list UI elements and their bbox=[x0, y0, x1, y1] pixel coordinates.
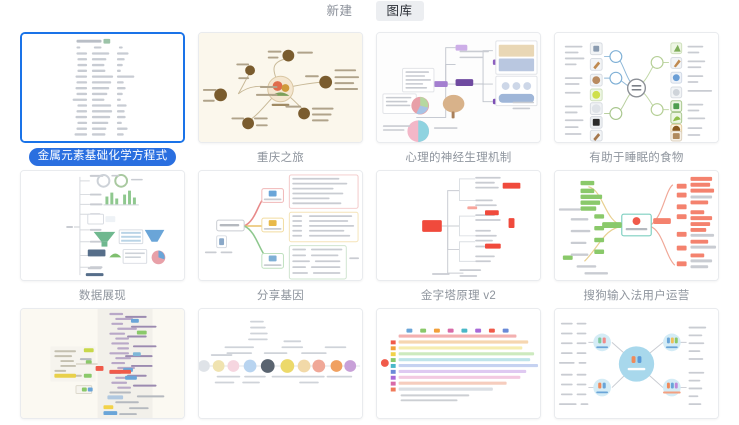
gallery-cell: 有助于睡眠的食物 bbox=[554, 32, 719, 170]
thumbnail-dense-purple bbox=[21, 309, 184, 418]
gallery-cell bbox=[20, 308, 185, 425]
gallery-card-6[interactable] bbox=[376, 170, 541, 281]
gallery-caption-4: 数据展现 bbox=[20, 281, 185, 308]
thumbnail-tri-color bbox=[199, 171, 362, 280]
gallery-caption-6: 金字塔原理 v2 bbox=[376, 281, 541, 308]
gallery-caption-5: 分享基因 bbox=[198, 281, 363, 308]
gallery-cell: 重庆之旅 bbox=[198, 32, 363, 170]
gallery-cell bbox=[376, 308, 541, 425]
gallery-title-6: 金字塔原理 v2 bbox=[420, 289, 497, 302]
tab-new[interactable]: 新建 bbox=[315, 1, 363, 21]
thumb-svg bbox=[199, 33, 362, 142]
gallery-caption-7: 搜狗输入法用户运营 bbox=[554, 281, 719, 308]
thumbnail-timeline bbox=[199, 309, 362, 418]
tab-gallery-label: 图库 bbox=[386, 4, 413, 18]
thumbnail-dense-color bbox=[377, 309, 540, 418]
gallery-caption-0: 金属元素基础化学方程式 bbox=[20, 143, 185, 170]
gallery-caption-9 bbox=[198, 419, 363, 425]
gallery-cell bbox=[554, 308, 719, 425]
gallery-caption-11 bbox=[554, 419, 719, 425]
thumb-svg bbox=[555, 171, 718, 280]
thumb-svg bbox=[555, 309, 718, 418]
gallery-cell: 数据展现 bbox=[20, 170, 185, 308]
thumb-svg bbox=[21, 309, 184, 418]
thumb-svg bbox=[377, 171, 540, 280]
thumb-svg bbox=[377, 33, 540, 142]
gallery-cell: 搜狗输入法用户运营 bbox=[554, 170, 719, 308]
thumb-svg bbox=[22, 34, 183, 141]
gallery-cell: 心理的神经生理机制 bbox=[376, 32, 541, 170]
gallery-card-2[interactable] bbox=[376, 32, 541, 143]
tab-gallery[interactable]: 图库 bbox=[375, 1, 424, 21]
thumbnail-green-red bbox=[555, 171, 718, 280]
tabbar: 新建 图库 bbox=[0, 0, 739, 22]
gallery-title-5: 分享基因 bbox=[256, 289, 305, 302]
gallery-card-7[interactable] bbox=[554, 170, 719, 281]
gallery-cell: 金属元素基础化学方程式 bbox=[20, 32, 185, 170]
gallery-card-11[interactable] bbox=[554, 308, 719, 419]
gallery-card-1[interactable] bbox=[198, 32, 363, 143]
thumbnail-icon-balance bbox=[555, 33, 718, 142]
thumb-svg bbox=[555, 33, 718, 142]
gallery-title-1: 重庆之旅 bbox=[256, 151, 305, 164]
gallery-title-4: 数据展现 bbox=[78, 289, 127, 302]
thumbnail-radial-brown bbox=[199, 33, 362, 142]
gallery-grid: 金属元素基础化学方程式 bbox=[0, 22, 739, 425]
gallery-card-3[interactable] bbox=[554, 32, 719, 143]
gallery-card-4[interactable] bbox=[20, 170, 185, 281]
gallery-caption-8 bbox=[20, 419, 185, 425]
thumbnail-purple-img bbox=[377, 33, 540, 142]
gallery-card-5[interactable] bbox=[198, 170, 363, 281]
gallery-card-0[interactable] bbox=[20, 32, 185, 143]
gallery-card-10[interactable] bbox=[376, 308, 541, 419]
gallery-caption-1: 重庆之旅 bbox=[198, 143, 363, 170]
tab-new-label: 新建 bbox=[326, 4, 353, 18]
gallery-title-2: 心理的神经生理机制 bbox=[405, 151, 512, 164]
gallery-caption-2: 心理的神经生理机制 bbox=[376, 143, 541, 170]
gallery-caption-10 bbox=[376, 419, 541, 425]
gallery-cell: 金字塔原理 v2 bbox=[376, 170, 541, 308]
thumbnail-chart-tree bbox=[21, 171, 184, 280]
gallery-title-0: 金属元素基础化学方程式 bbox=[28, 147, 177, 166]
thumb-svg bbox=[199, 171, 362, 280]
gallery-title-3: 有助于睡眠的食物 bbox=[589, 151, 684, 164]
gallery-caption-3: 有助于睡眠的食物 bbox=[554, 143, 719, 170]
thumbnail-table-list bbox=[22, 34, 183, 141]
thumb-svg bbox=[377, 309, 540, 418]
gallery-cell bbox=[198, 308, 363, 425]
gallery-card-9[interactable] bbox=[198, 308, 363, 419]
gallery-title-7: 搜狗输入法用户运营 bbox=[583, 289, 690, 302]
thumbnail-red-outline bbox=[377, 171, 540, 280]
thumbnail-blue-people bbox=[555, 309, 718, 418]
thumb-svg bbox=[199, 309, 362, 418]
gallery-cell: 分享基因 bbox=[198, 170, 363, 308]
thumb-svg bbox=[21, 171, 184, 280]
gallery-card-8[interactable] bbox=[20, 308, 185, 419]
